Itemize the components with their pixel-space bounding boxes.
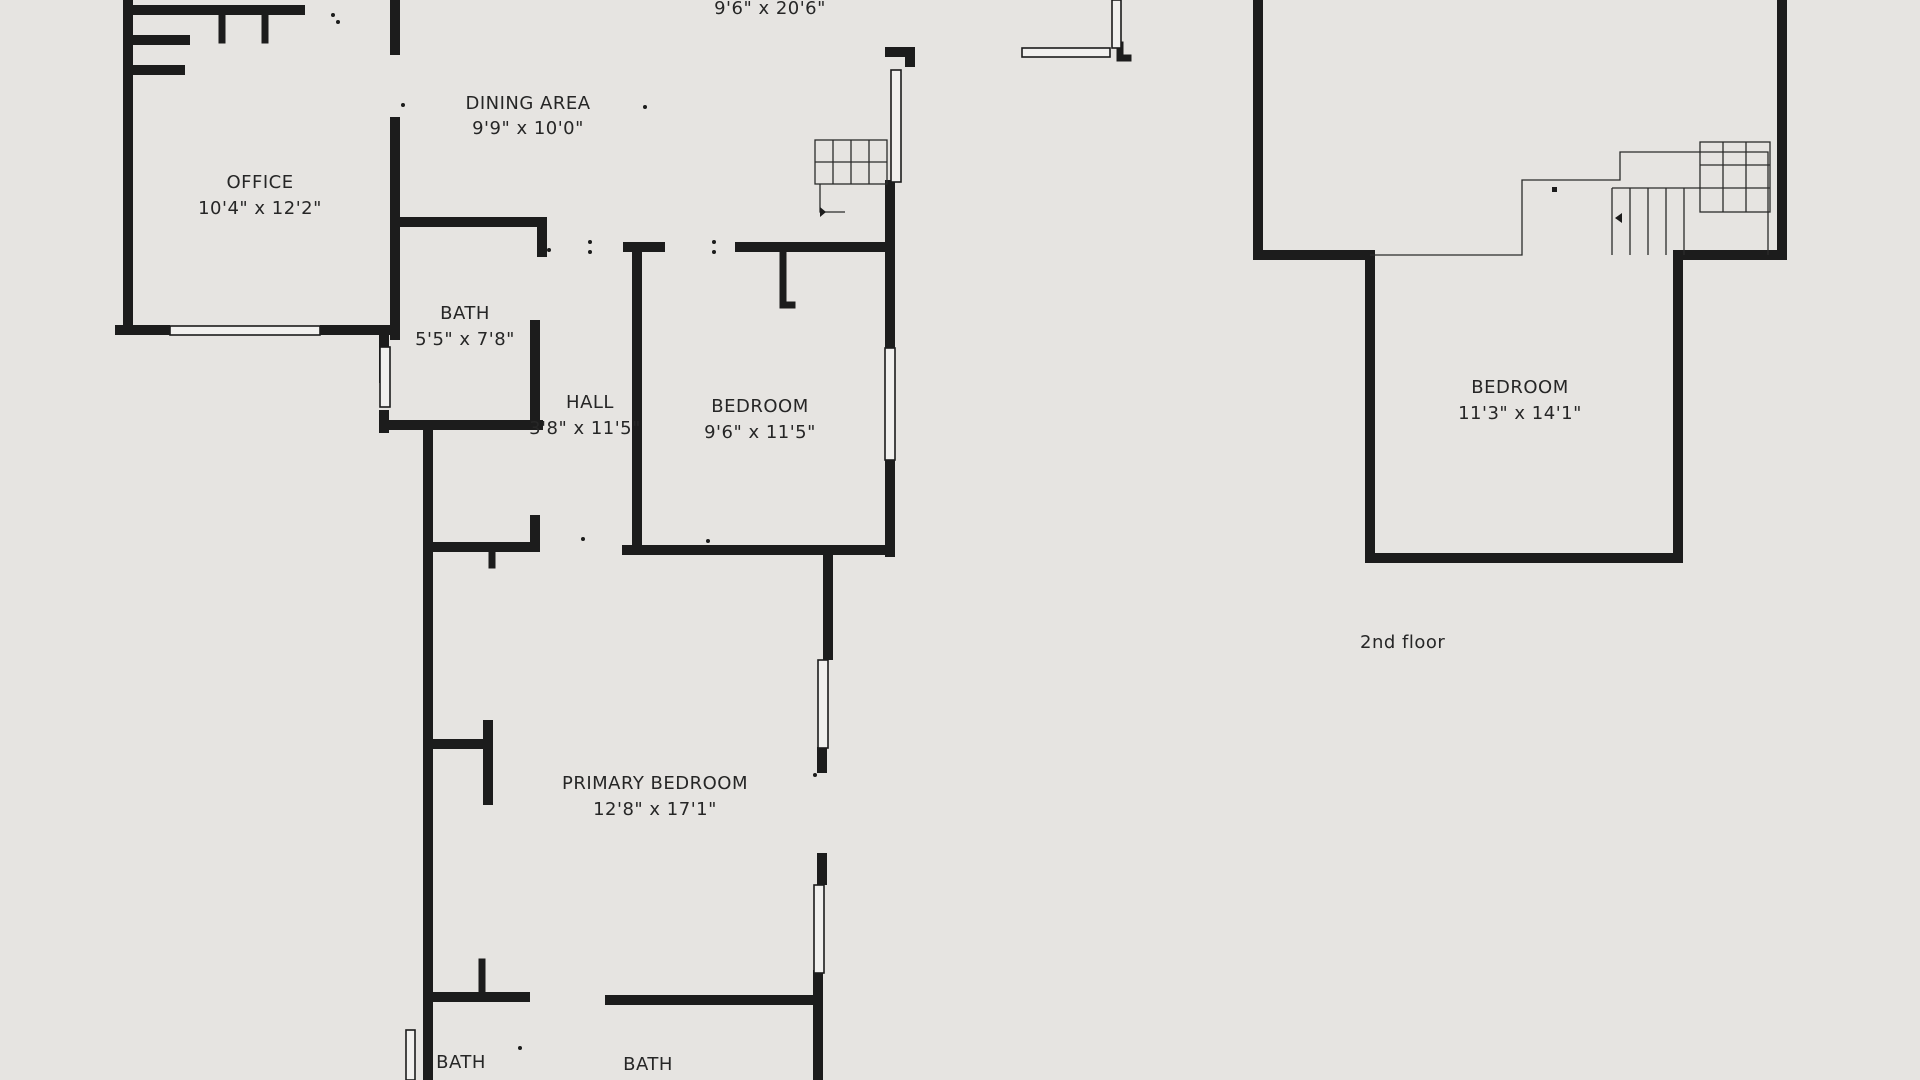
- stair-arrow-icon: [1615, 213, 1622, 223]
- stair-treads: [1700, 142, 1770, 212]
- first-floor-stairs: [814, 139, 888, 217]
- door-mark: [643, 105, 647, 109]
- second-floor-bedroom-label: BEDROOM: [1471, 377, 1568, 398]
- hall-label: HALL: [566, 392, 614, 413]
- door-mark: [331, 13, 335, 17]
- primary-bedroom-window: [817, 659, 829, 749]
- second-floor-walls: [1253, 0, 1787, 563]
- door-mark: [401, 103, 405, 107]
- mark: [1552, 187, 1557, 192]
- first-floor-walls: [115, 0, 1132, 1080]
- top-room-dims: 9'6" x 20'6": [714, 0, 826, 19]
- bath-north-wall: [390, 217, 547, 257]
- second-floor-outline: [1253, 0, 1787, 563]
- primary-bedroom-window: [813, 884, 825, 974]
- door-mark: [581, 537, 585, 541]
- room-labels: 9'6" x 20'6" DINING AREA 9'9" x 10'0" OF…: [198, 0, 1582, 1075]
- hall-dims: 3'8" x 11'5": [529, 418, 641, 439]
- wall: [1116, 41, 1132, 62]
- bath-label: BATH: [623, 1054, 673, 1075]
- door-mark: [518, 1046, 522, 1050]
- office-dims: 10'4" x 12'2": [198, 198, 322, 219]
- door-mark: [813, 773, 817, 777]
- stair-run: [1611, 187, 1700, 255]
- stair-arrow-line: [819, 184, 845, 213]
- door-mark: [336, 20, 340, 24]
- office-window: [169, 325, 321, 336]
- bedroom-label: BEDROOM: [711, 396, 808, 417]
- bath-window: [405, 1029, 416, 1080]
- window: [890, 69, 902, 183]
- door-mark: [712, 240, 716, 244]
- hall-closet-wall: [425, 515, 540, 552]
- first-floor-windows: [169, 0, 1122, 1080]
- primary-bedroom-label: PRIMARY BEDROOM: [562, 773, 748, 794]
- door-marks: [331, 13, 817, 1050]
- closet-wall: [779, 246, 796, 309]
- second-floor-caption: 2nd floor: [1360, 632, 1445, 653]
- stair-landing: [1699, 141, 1771, 213]
- door-mark: [547, 248, 551, 252]
- window: [1111, 0, 1122, 49]
- second-floor-bedroom-dims: 11'3" x 14'1": [1458, 403, 1582, 424]
- bedroom-window: [884, 347, 896, 461]
- primary-bedroom-dims: 12'8" x 17'1": [593, 799, 717, 820]
- bedroom-dims: 9'6" x 11'5": [704, 422, 816, 443]
- door-mark: [712, 250, 716, 254]
- stair-arrow-icon: [820, 207, 826, 217]
- bath-window: [379, 346, 391, 408]
- bath-label: BATH: [440, 303, 490, 324]
- stair-treads: [815, 140, 887, 184]
- wall: [885, 47, 915, 67]
- door-mark: [588, 240, 592, 244]
- dining-area-label: DINING AREA: [465, 93, 590, 114]
- bath-label: BATH: [436, 1052, 486, 1073]
- door-mark: [588, 250, 592, 254]
- bath-dims: 5'5" x 7'8": [415, 329, 515, 350]
- dining-area-dims: 9'9" x 10'0": [472, 118, 584, 139]
- stair-opening: [1370, 151, 1769, 256]
- window: [1021, 47, 1111, 58]
- door-mark: [706, 539, 710, 543]
- office-label: OFFICE: [226, 172, 293, 193]
